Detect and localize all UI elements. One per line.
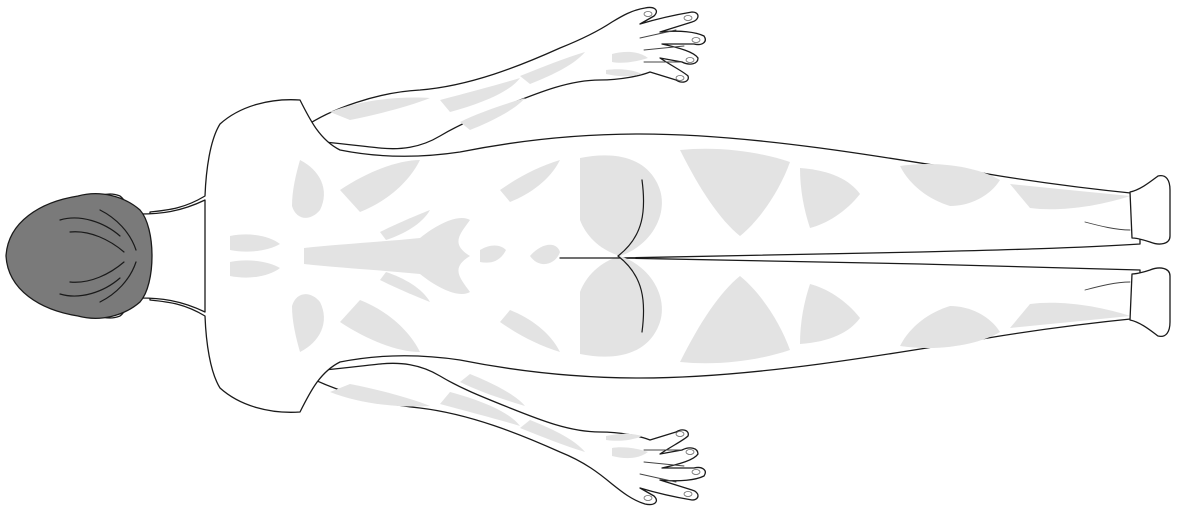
torso bbox=[150, 100, 1140, 413]
arm-lower-side bbox=[300, 363, 705, 504]
head-hair bbox=[6, 194, 152, 319]
arm-upper-side bbox=[300, 7, 705, 148]
